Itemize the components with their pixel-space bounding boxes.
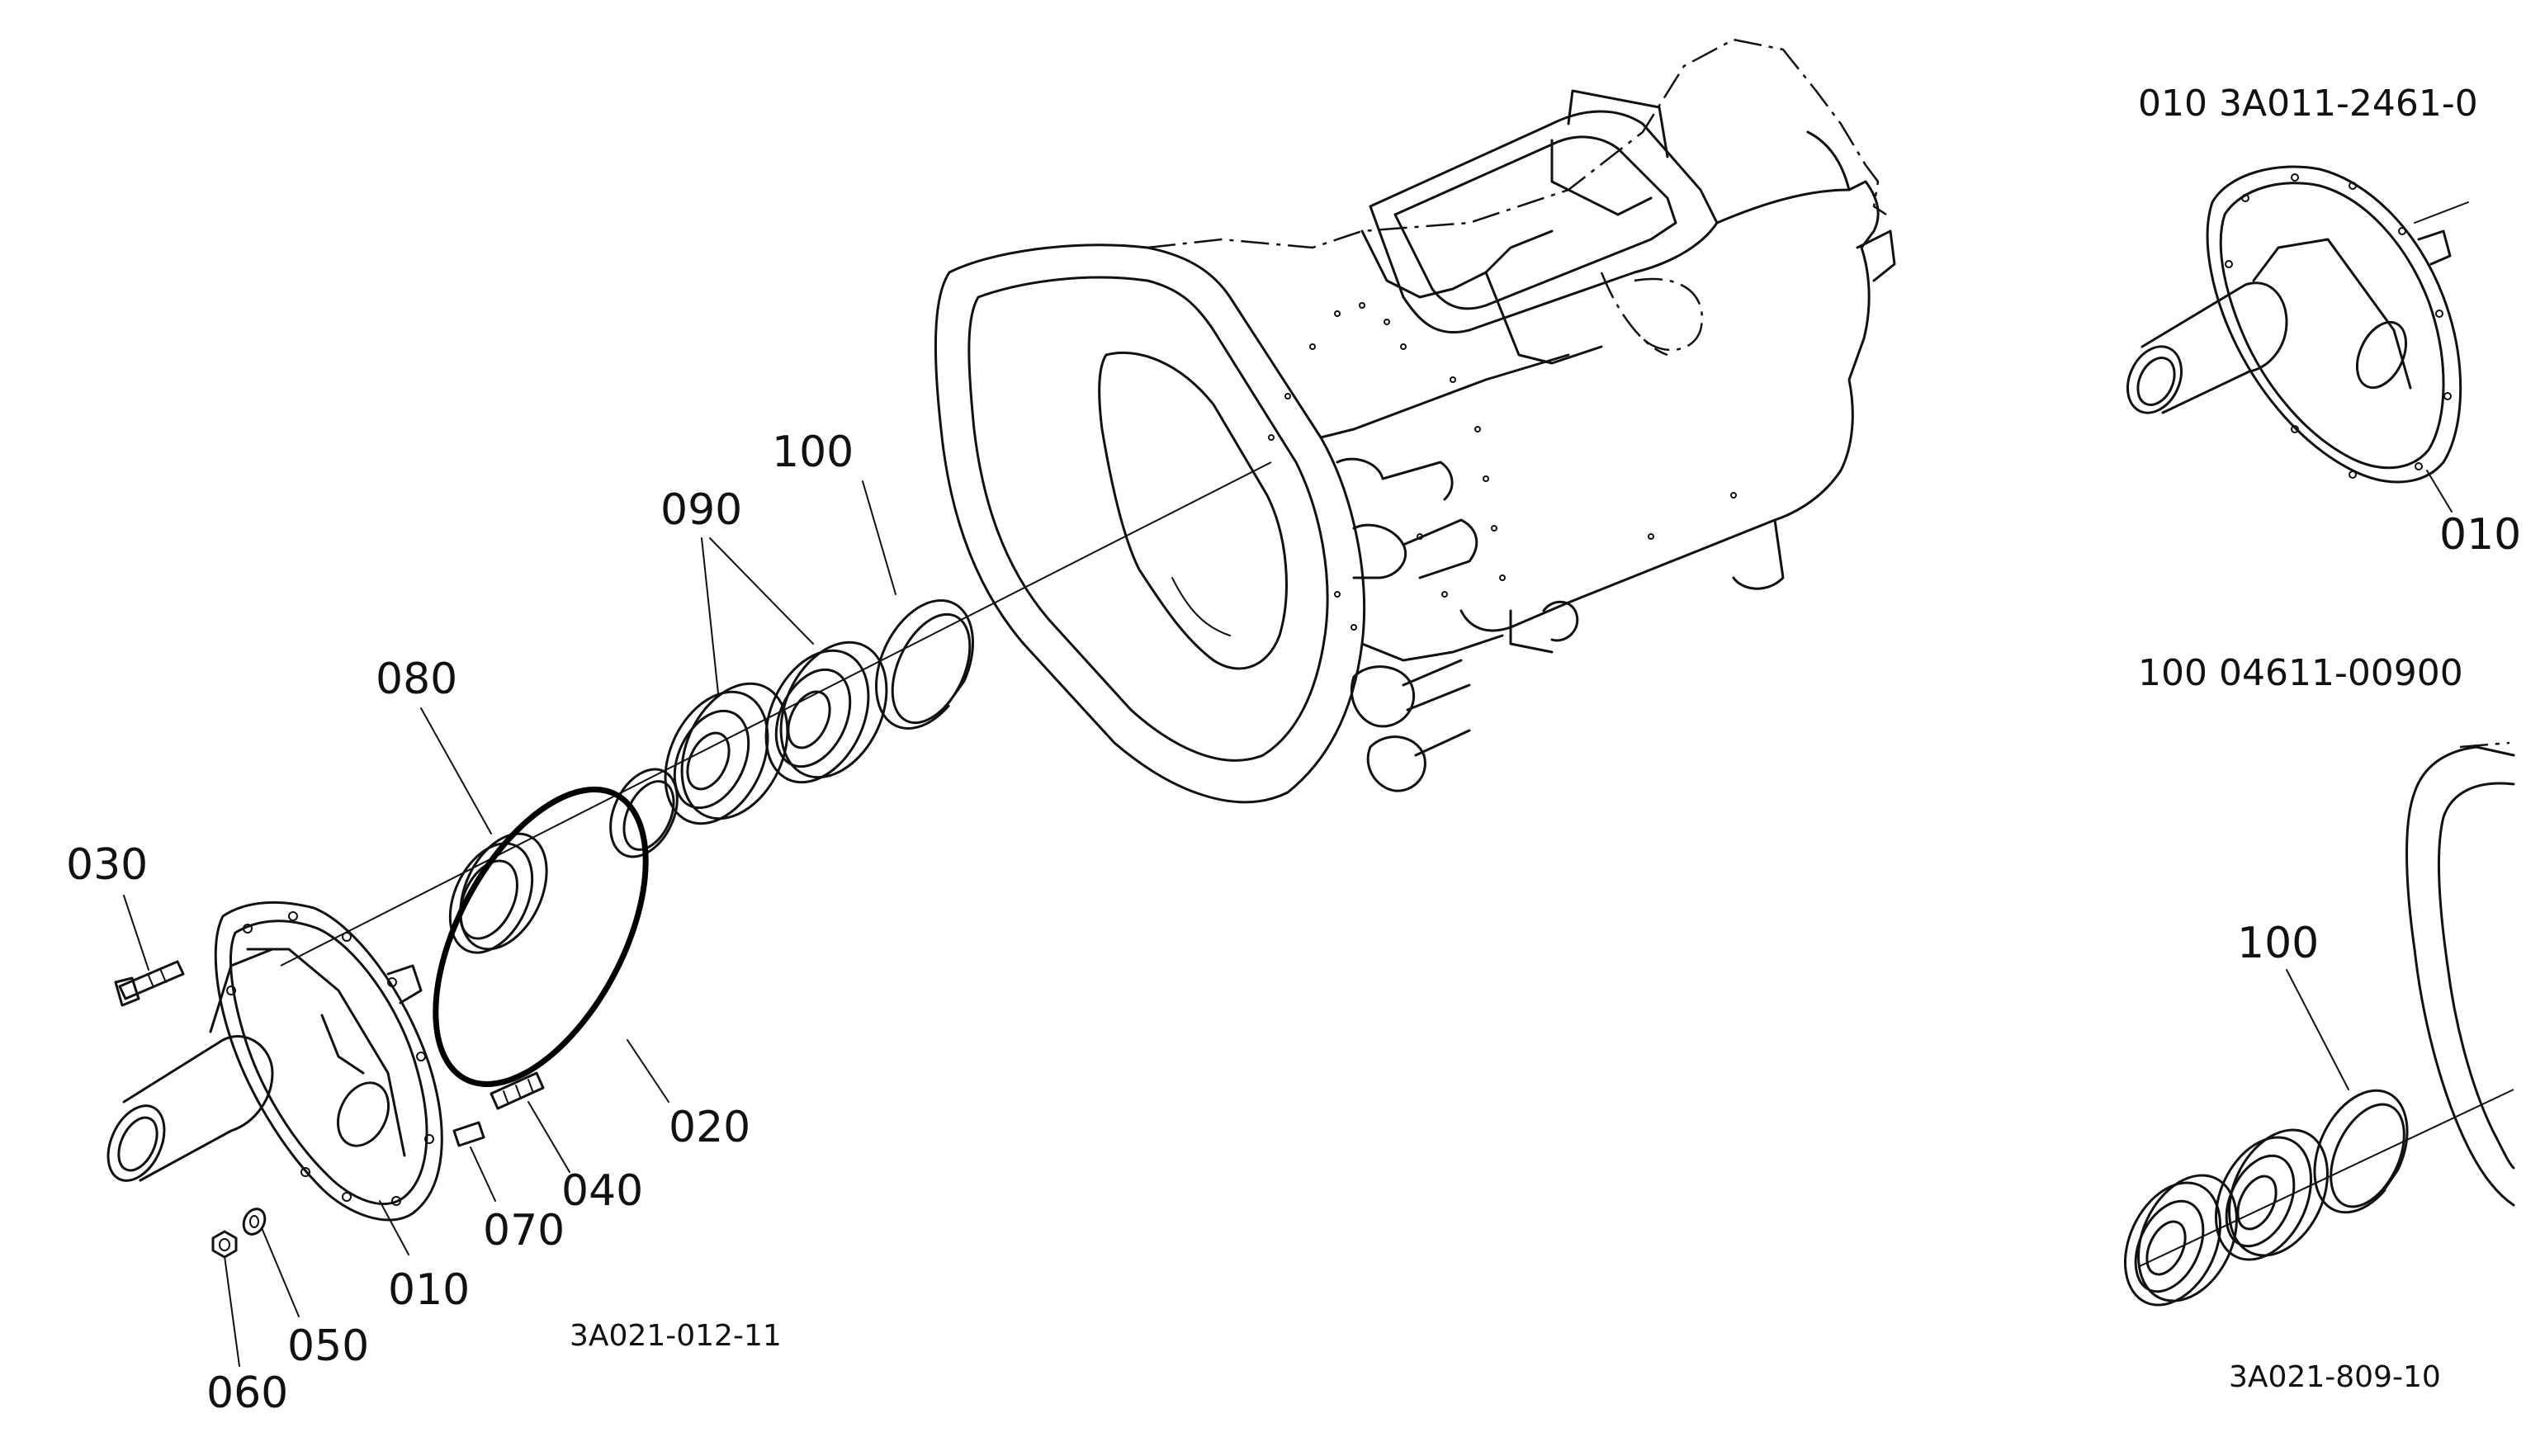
part-030-bolt bbox=[114, 960, 185, 1007]
part-070-pin bbox=[452, 1121, 485, 1147]
callout-010: 010 bbox=[388, 1265, 470, 1315]
callout-020: 020 bbox=[669, 1103, 750, 1152]
inset-100-ref-code: 3A021-809-10 bbox=[2229, 1360, 2441, 1394]
part-020-o-ring bbox=[433, 787, 649, 1087]
part-010-pump-case bbox=[106, 901, 443, 1222]
callout-070: 070 bbox=[483, 1206, 565, 1255]
part-040-stud bbox=[490, 1071, 545, 1110]
inset-010-label: 010 bbox=[2439, 510, 2521, 560]
callout-100: 100 bbox=[772, 428, 854, 477]
main-diagram-ref-code: 3A021-012-11 bbox=[570, 1319, 782, 1353]
callout-060: 060 bbox=[206, 1369, 288, 1418]
part-090-bearings bbox=[664, 641, 888, 825]
callout-080: 080 bbox=[376, 655, 457, 704]
assembly-axis-line bbox=[280, 461, 1272, 967]
callout-030: 030 bbox=[66, 840, 148, 890]
callout-050: 050 bbox=[287, 1321, 369, 1371]
inset-010-header: 010 3A011-2461-0 bbox=[2138, 83, 2478, 125]
inset-100-label: 100 bbox=[2237, 919, 2319, 968]
leader-lines bbox=[123, 480, 896, 1367]
inset-010-detail: 010 3A011-2461-0 010 bbox=[2126, 83, 2521, 560]
part-100-snap-ring bbox=[875, 599, 975, 730]
inset-100-header: 100 04611-00900 bbox=[2138, 652, 2463, 694]
transmission-case-drawing bbox=[934, 38, 1896, 804]
callout-040: 040 bbox=[561, 1166, 643, 1216]
part-060-nut bbox=[211, 1230, 238, 1259]
callout-090: 090 bbox=[660, 485, 742, 535]
part-080-oil-seal bbox=[448, 832, 548, 954]
inset-100-detail: 100 04611-00900 100 3A021-809-10 bbox=[2123, 652, 2515, 1394]
part-050-washer bbox=[242, 1208, 267, 1236]
